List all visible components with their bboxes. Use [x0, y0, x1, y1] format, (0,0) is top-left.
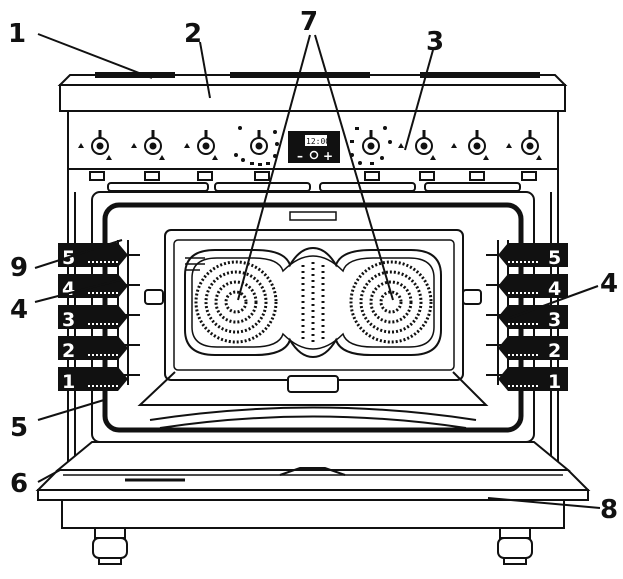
shelf-tag-right-4: 4 [498, 274, 568, 300]
oven-feet [92, 527, 533, 565]
oven-door [35, 441, 591, 529]
shelf-tag-left-3: 3 [58, 305, 128, 331]
shelf-label: 5 [548, 247, 561, 269]
shelf-label: 3 [548, 309, 561, 331]
shelf-tag-right-2: 2 [498, 336, 568, 362]
shelf-tag-right-5: 5 [498, 243, 568, 269]
callout-4-right: 4 [600, 269, 618, 299]
side-racks [117, 240, 509, 385]
shelf-label: 1 [62, 371, 75, 393]
fan-cover [184, 246, 442, 359]
vent-strip [89, 171, 537, 192]
knob-2-icon [144, 130, 162, 155]
leader-lines [34, 33, 601, 509]
callout-1: 1 [8, 19, 26, 49]
shelf-label: 4 [62, 278, 75, 300]
shelf-label: 4 [548, 278, 561, 300]
callout-7: 7 [300, 7, 318, 37]
knob-6-icon [415, 130, 433, 155]
callout-numbers: 1 2 3 7 9 4 4 5 6 8 [8, 7, 618, 525]
shelf-label: 2 [548, 340, 561, 362]
display-minus: – [297, 149, 303, 163]
knob-3-icon [197, 130, 215, 155]
shelf-tag-left-2: 2 [58, 336, 128, 362]
shelf-label: 2 [62, 340, 75, 362]
shelf-label: 1 [548, 371, 561, 393]
callout-6: 6 [10, 469, 28, 499]
shelf-tag-left-5: 5 [58, 243, 128, 269]
knob-7-icon [468, 130, 486, 155]
shelf-tags-right: 5 4 3 2 1 [498, 243, 568, 393]
display-plus: + [323, 149, 333, 163]
knob-4-icon [250, 130, 268, 155]
callout-8: 8 [600, 495, 618, 525]
callout-2: 2 [184, 19, 202, 49]
callout-3: 3 [426, 27, 444, 57]
control-knobs [91, 130, 539, 155]
clock-icon [309, 150, 319, 160]
shelf-tag-left-1: 1 [58, 367, 128, 393]
callout-5: 5 [10, 413, 28, 443]
knob-5-icon [362, 130, 380, 155]
timer-display: 12:00 – + [288, 131, 340, 163]
knob-1-icon [91, 130, 109, 155]
knob-marks [78, 126, 542, 166]
shelf-label: 3 [62, 309, 75, 331]
callout-4-left: 4 [10, 295, 28, 325]
display-time: 12:00 [306, 137, 330, 146]
shelf-tags-left: 5 4 3 2 1 [58, 243, 128, 393]
callout-9: 9 [10, 253, 28, 283]
shelf-tag-right-3: 3 [498, 305, 568, 331]
shelf-tag-right-1: 1 [498, 367, 568, 393]
hob-top [57, 72, 568, 112]
knob-8-icon [521, 130, 539, 155]
